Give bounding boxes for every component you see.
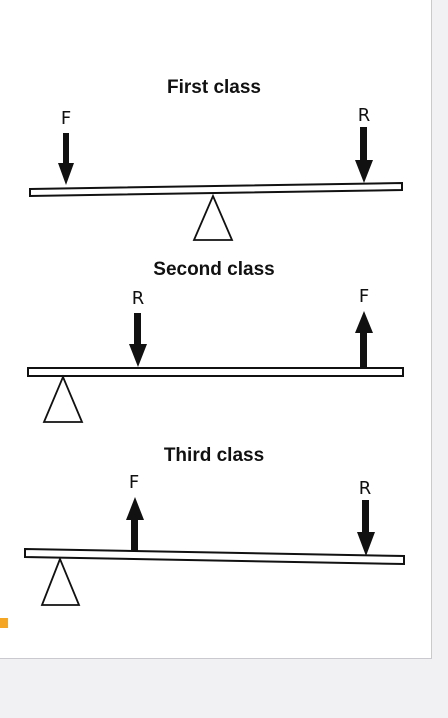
first-class-right-label: R	[358, 105, 371, 126]
second-class-load-arrow-down	[129, 313, 147, 367]
third-class-load-arrow-down	[357, 500, 375, 556]
second-class-title: Second class	[153, 259, 274, 280]
first-class-left-label: F	[61, 108, 71, 129]
first-class-effort-arrow-down	[58, 133, 74, 185]
second-class-effort-arrow-up	[355, 311, 373, 368]
second-class-left-label: R	[132, 288, 145, 309]
second-class-fulcrum-triangle	[42, 374, 84, 423]
third-class-title: Third class	[164, 445, 264, 466]
third-class-lever: Third class F R	[24, 445, 405, 606]
third-class-beam	[24, 547, 405, 566]
first-class-beam	[29, 181, 403, 198]
third-class-right-label: R	[359, 478, 372, 499]
page-marker	[0, 618, 8, 628]
second-class-lever: Second class R F	[27, 259, 404, 423]
third-class-effort-arrow-up	[126, 497, 144, 551]
second-class-beam	[27, 367, 404, 377]
lever-classes-diagram: First class F R Second class R F Third c…	[24, 77, 405, 606]
third-class-left-label: F	[129, 472, 139, 493]
first-class-load-arrow-down	[355, 127, 373, 183]
first-class-title: First class	[167, 77, 261, 98]
third-class-fulcrum-triangle	[40, 556, 81, 606]
second-class-right-label: F	[359, 286, 369, 307]
first-class-fulcrum-triangle	[192, 193, 234, 241]
first-class-lever: First class F R	[29, 77, 403, 241]
image-viewer-page: First class F R Second class R F Third c…	[0, 0, 432, 659]
